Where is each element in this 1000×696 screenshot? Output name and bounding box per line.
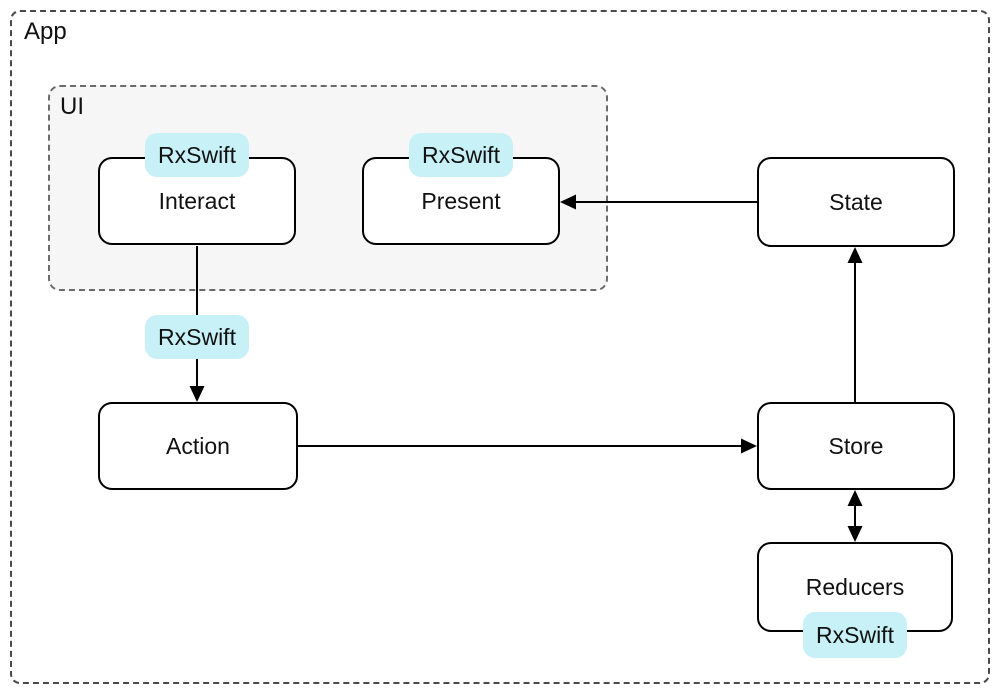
rxswift-badge-interact: RxSwift: [145, 133, 249, 177]
app-container: App: [10, 10, 990, 684]
rxswift-badge-reducers: RxSwift: [803, 612, 907, 658]
ui-label: UI: [60, 93, 84, 120]
app-label: App: [24, 18, 67, 45]
node-action: Action: [98, 402, 298, 490]
rxswift-badge-interact-action-flow: RxSwift: [145, 315, 249, 359]
node-interact-label: Interact: [158, 187, 236, 214]
node-store-label: Store: [828, 432, 884, 459]
node-state: State: [757, 157, 955, 247]
rxswift-badge-label: RxSwift: [158, 141, 236, 168]
node-present-label: Present: [421, 187, 501, 214]
node-action-label: Action: [166, 432, 230, 459]
node-reducers-label: Reducers: [805, 573, 905, 600]
rxswift-badge-label: RxSwift: [422, 141, 500, 168]
rxswift-badge-label: RxSwift: [158, 323, 236, 350]
node-store: Store: [757, 402, 955, 490]
node-state-label: State: [829, 188, 883, 215]
rxswift-badge-label: RxSwift: [816, 621, 894, 648]
rxswift-badge-present: RxSwift: [409, 133, 513, 177]
